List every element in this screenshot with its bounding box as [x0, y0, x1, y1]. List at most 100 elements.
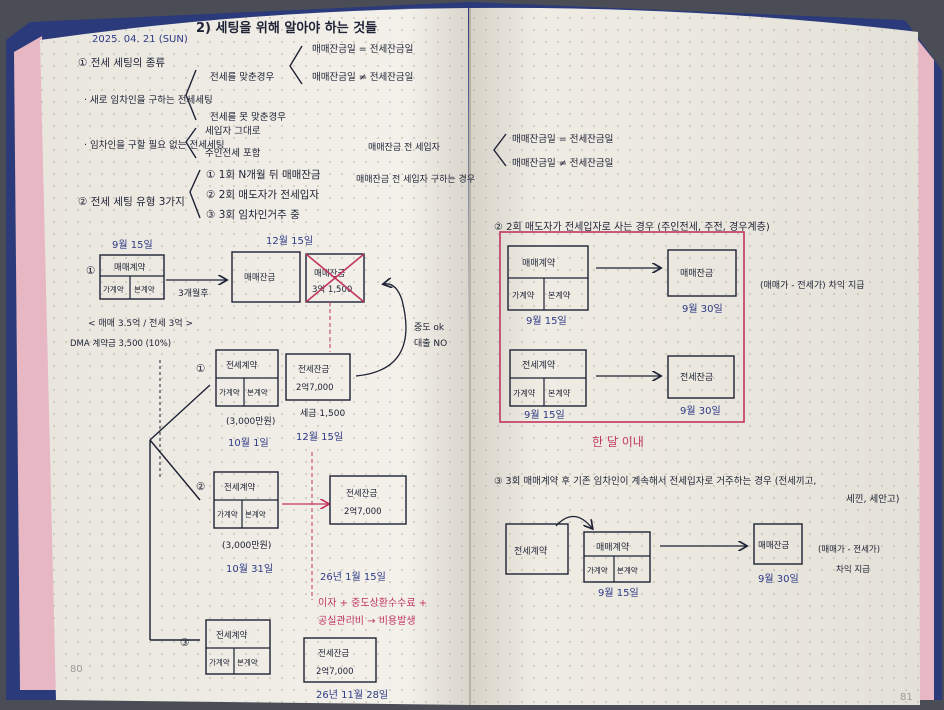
row1-box-label: 전세계약: [226, 360, 257, 371]
row1-right-value: 2억7,000: [296, 382, 334, 393]
right-sec3-title2: 세낀, 세안고): [846, 494, 899, 505]
pink-note1: 이자 + 중도상환수수료 +: [318, 597, 427, 609]
right-box-g-label: 매매잔금: [758, 540, 789, 551]
row3-sub-b: 본계약: [237, 657, 258, 667]
row2-amount: (3,000만원): [222, 540, 271, 551]
right-box-a-label: 매매계약: [522, 257, 555, 269]
side-eq1: 매매잔금 전 세입자: [368, 141, 441, 153]
right-box-f-sub-a: 가계약: [587, 565, 608, 575]
row1-right-box: [285, 353, 351, 401]
row3-date: 26년 11월 28일: [316, 689, 388, 701]
right-box-a-date: 9월 15일: [526, 315, 567, 327]
curve-note1: 중도 ok: [414, 322, 445, 333]
row1-sub-a: 가계약: [219, 387, 240, 397]
type1: ① 1회 N개월 뒤 매매잔금: [206, 169, 321, 181]
box1-sub-a: 가계약: [103, 284, 124, 294]
row2-right-date: 26년 1월 15일: [320, 571, 386, 583]
right-box-d-label: 전세잔금: [680, 372, 713, 383]
right-top-eq2: 매매잔금일 ≠ 전세잔금일: [512, 158, 613, 169]
box-crossed: [305, 253, 365, 303]
date-top2: 12월 15일: [266, 235, 313, 247]
right-box-e-label: 전세계약: [514, 545, 547, 557]
curve-arrow: [355, 284, 407, 377]
row2-right-box: [329, 475, 407, 525]
row1-right-note: 세금 1,500: [300, 408, 345, 419]
right-box-c-date: 9월 15일: [524, 409, 565, 421]
curve-note2: 대출 NO: [414, 338, 447, 349]
row3-right-value: 2억7,000: [316, 666, 354, 677]
pink-frame: [499, 231, 745, 423]
side-eq2: 매매잔금 전 세입자 구하는 경우: [356, 173, 475, 185]
row2-box-label: 전세계약: [224, 482, 255, 493]
bracket-c: [185, 127, 197, 159]
right-box-c-label: 전세계약: [522, 359, 555, 371]
right-box-g-date: 9월 30일: [758, 573, 799, 585]
branch-c: 세입자 그대로: [205, 125, 261, 137]
left-page-dots: [40, 8, 470, 705]
sec2-title: ② 전세 세팅 유형 3가지: [78, 196, 185, 208]
right-box-a-sub-b: 본계약: [548, 290, 571, 300]
row1-sub-b: 본계약: [247, 387, 268, 397]
bracket-a: [185, 69, 197, 121]
bracket-types: [189, 169, 201, 219]
right-box-a-sub-a: 가계약: [512, 290, 535, 300]
right-box-f-label: 매매계약: [596, 541, 629, 553]
box1-sub-b: 본계약: [134, 284, 155, 294]
page-heading: 2) 세팅을 위해 알아야 하는 것들: [196, 20, 377, 36]
page-edges-left: [14, 36, 60, 690]
right-box-e: [505, 523, 569, 575]
pink-note2: 공실관리비 → 비용발생: [318, 615, 416, 627]
row1-amount: (3,000만원): [226, 416, 275, 427]
arrow-label: 3개월후: [178, 287, 209, 299]
right-box-d-date: 9월 30일: [680, 405, 721, 417]
page-edges-right: [916, 40, 934, 700]
price-note: < 매매 3.5억 / 전세 3억 >: [88, 317, 193, 329]
branch-b: 전세를 못 맞춘경우: [210, 111, 286, 123]
right-box-c-sub-b: 본계약: [548, 388, 571, 398]
right-sec2-title: ② 2회 매도자가 전세입자로 사는 경우 (주인전세, 주전, 경우계층): [494, 220, 770, 233]
cross-line-b: [305, 253, 365, 303]
eq2: 매매잔금일 ≠ 전세잔금일: [312, 72, 413, 83]
box2-label: 매매잔금: [244, 272, 275, 283]
right-box-f-date: 9월 15일: [598, 587, 639, 599]
sec1-bullet1: · 새로 임차인을 구하는 전세세팅: [84, 94, 213, 106]
right-box-f-sub-b: 본계약: [617, 565, 638, 575]
right-box-b: [667, 249, 737, 297]
box1-label: 매매계약: [114, 262, 145, 273]
deposit-note: DMA 계약금 3,500 (10%): [70, 338, 171, 349]
right-curve-arrow: [555, 515, 592, 528]
sec1-title: ① 전세 세팅의 종류: [78, 57, 165, 69]
right-side-note3: 차익 지급: [836, 564, 870, 575]
box-maemae-janggeum: [231, 251, 301, 303]
sec1-bullet2: · 임차인을 구할 필요 없는 전세세팅: [84, 139, 224, 151]
row3-box-label: 전세계약: [216, 630, 247, 641]
row3-circle: ③: [180, 637, 189, 649]
bracket-b: [289, 45, 303, 85]
right-page-number: 81: [900, 692, 913, 703]
right-box-c-sub-a: 가계약: [513, 388, 536, 398]
right-box-g: [753, 523, 803, 565]
right-top-eq1: 매매잔금일 = 전세잔금일: [512, 134, 613, 145]
box-maemae-gyeyak: [99, 254, 165, 300]
row1-circle: ①: [196, 363, 205, 375]
right-side-note2: (매매가 - 전세가): [818, 544, 880, 555]
row2-sub-b: 본계약: [245, 509, 266, 519]
right-box-f: [583, 531, 651, 583]
right-sec3-title: ③ 3회 매매계약 후 기존 임차인이 계속해서 전세입자로 거주하는 경우 (…: [494, 475, 816, 487]
right-box-d: [667, 355, 735, 399]
row2-sub-a: 가계약: [217, 509, 238, 519]
box3-value: 3억 1,500: [312, 284, 352, 295]
left-page-number: 80: [70, 664, 83, 675]
right-box-b-label: 매매잔금: [680, 268, 713, 279]
date-text: 2025. 04. 21 (SUN): [92, 34, 188, 45]
date-top1: 9월 15일: [112, 239, 153, 251]
type3: ③ 3회 임차인거주 중: [206, 208, 300, 221]
row2-date: 10월 31일: [226, 563, 273, 575]
row3-box: [205, 619, 271, 675]
row1-date: 10월 1일: [228, 437, 269, 449]
branch-a: 전세를 맞춘경우: [210, 71, 274, 83]
row3-right-label: 전세잔금: [318, 648, 349, 659]
row1-right-label: 전세잔금: [298, 364, 329, 375]
row1-right-date: 12월 15일: [296, 431, 343, 443]
